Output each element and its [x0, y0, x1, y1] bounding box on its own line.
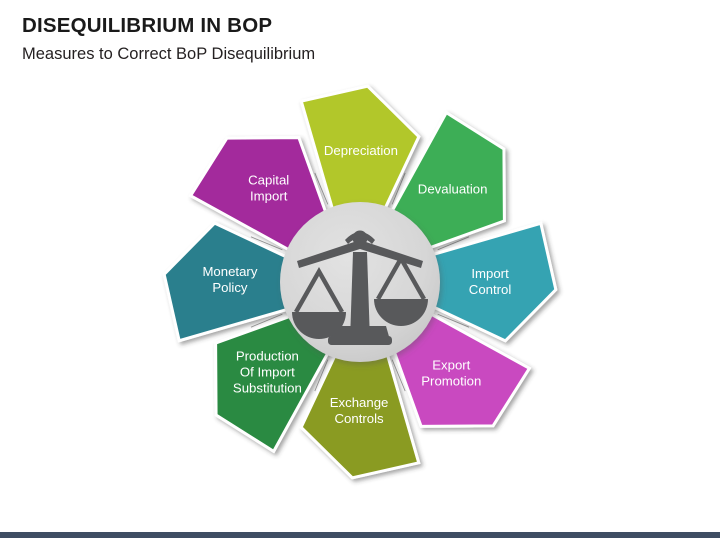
- page-subtitle: Measures to Correct BoP Disequilibrium: [22, 45, 316, 63]
- spoke-line: [250, 236, 283, 251]
- spoke-line: [437, 313, 470, 328]
- radial-spokes: [250, 172, 470, 392]
- spoke-line: [391, 359, 406, 392]
- page-title: DISEQUILIBRIUM IN BOP: [22, 14, 273, 37]
- spoke-line: [437, 236, 470, 251]
- spoke-line: [314, 359, 329, 392]
- balance-scales-icon: [292, 230, 428, 345]
- spoke-line: [314, 172, 329, 205]
- footer-bar: [0, 532, 720, 538]
- petal-group: [162, 84, 558, 480]
- center-hub: [280, 202, 440, 362]
- spoke-line: [250, 313, 283, 328]
- spoke-line: [391, 172, 406, 205]
